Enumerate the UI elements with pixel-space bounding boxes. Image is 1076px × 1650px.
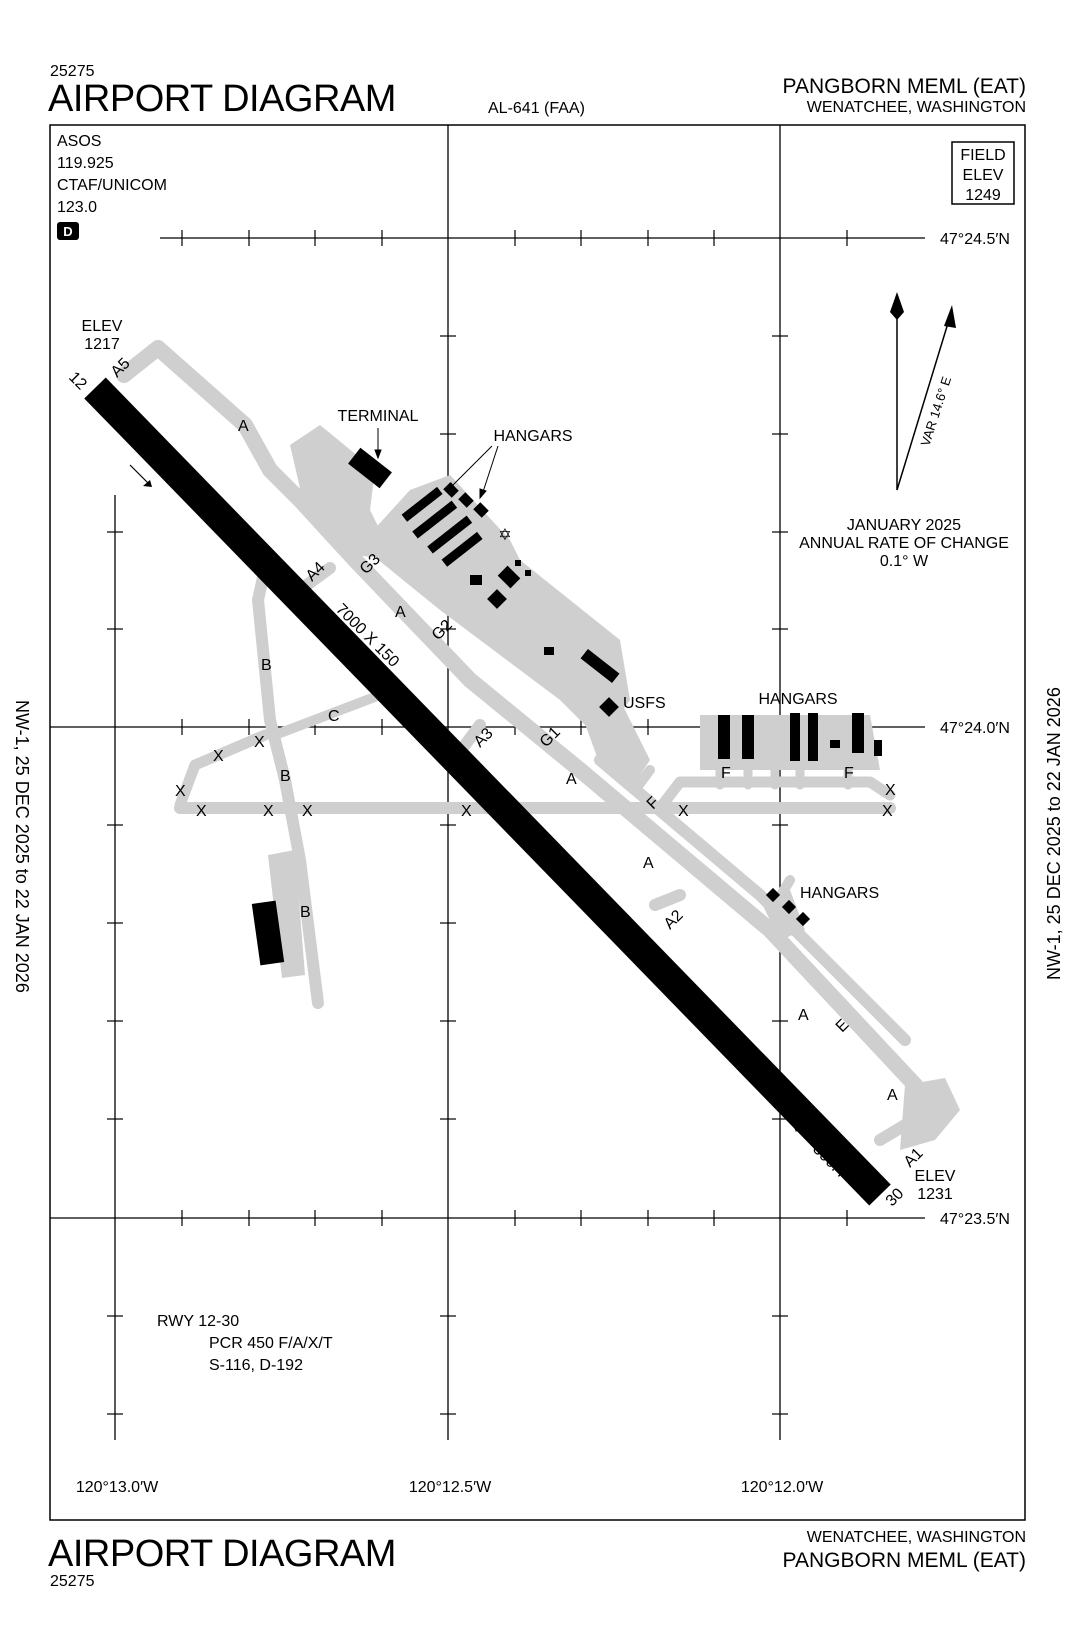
- taxiway-a2: [649, 889, 686, 911]
- taxiway-c-label: C: [328, 708, 340, 725]
- rwy30-elev-value: 1231: [917, 1186, 953, 1203]
- b-apron-building: [251, 900, 285, 966]
- comm-line-4: 123.0: [57, 199, 97, 216]
- terminal-building: [348, 447, 392, 489]
- south-hangar-apron: [760, 890, 805, 940]
- field-elev-value: 1249: [965, 187, 1001, 204]
- taxiway-c: [270, 690, 385, 740]
- taxiway-x-label-10: X: [885, 782, 896, 799]
- footer-airport-name: PANGBORN MEML (EAT): [782, 1549, 1026, 1572]
- taxiway-a-label-6: A: [887, 1087, 898, 1104]
- runway-30-holding-apron: [900, 1078, 960, 1150]
- airport-city: WENATCHEE, WASHINGTON: [806, 99, 1026, 116]
- rwy12-number: 12: [65, 369, 90, 394]
- runway-info-line-3: S-116, D-192: [209, 1357, 303, 1374]
- latitude-label-2: 47°24.0′N: [940, 720, 1010, 737]
- taxiway-a-label-5: A: [798, 1007, 809, 1024]
- taxiway-f: [630, 765, 655, 795]
- true-north-icon: [890, 292, 904, 320]
- taxiway-a-label-1: A: [238, 418, 249, 435]
- latitude-label-1: 47°24.5′N: [940, 231, 1010, 248]
- magnetic-north-icon: [944, 305, 956, 328]
- hangars-label-main: HANGARS: [493, 428, 572, 445]
- field-elev-box: [951, 141, 1015, 205]
- footer-city: WENATCHEE, WASHINGTON: [806, 1529, 1026, 1546]
- taxiway-a2-label: A2: [661, 907, 687, 933]
- beacon-icon: ✡: [498, 527, 511, 544]
- taxiway-x-west: [174, 729, 271, 811]
- rwy12-elev-label: ELEV: [82, 318, 123, 335]
- b-apron: [268, 850, 305, 978]
- usfs-apron: [580, 700, 650, 790]
- runway-info-line-1: RWY 12-30: [157, 1313, 239, 1330]
- taxiway-b-label-3: B: [300, 904, 311, 921]
- usfs-label: USFS: [623, 695, 666, 712]
- taxiway-b-label-1: B: [261, 657, 272, 674]
- taxiway-x-label-3: X: [175, 783, 186, 800]
- field-elev-line-2: ELEV: [963, 167, 1004, 184]
- longitude-label-2: 120°12.5′W: [409, 1479, 492, 1496]
- runway-info-line-2: PCR 450 F/A/X/T: [209, 1335, 333, 1352]
- terminal-label: TERMINAL: [338, 408, 419, 425]
- north-arrows: [890, 292, 956, 491]
- d-atis-badge: [57, 222, 79, 240]
- taxiway-x-label-9: X: [882, 803, 893, 820]
- taxiway-x-label-1: X: [213, 748, 224, 765]
- magvar-label: VAR 14.6° E: [918, 374, 955, 448]
- longitude-label-3: 120°12.0′W: [741, 1479, 824, 1496]
- taxiway-f-label-3: F: [844, 765, 854, 782]
- taxiway-b: [252, 549, 324, 1009]
- rwy30-number: 30: [883, 1185, 908, 1210]
- procedure-number: 25275: [50, 63, 95, 80]
- comm-line-1: ASOS: [57, 133, 101, 150]
- airport-name: PANGBORN MEML (EAT): [782, 75, 1026, 98]
- rwy30-elev-label: ELEV: [915, 1168, 956, 1185]
- footer-title: AIRPORT DIAGRAM: [48, 1533, 396, 1575]
- footer-procedure-number: 25275: [50, 1573, 95, 1590]
- taxiway-f-label-2: F: [721, 765, 731, 782]
- taxiway-x-label-8: X: [678, 803, 689, 820]
- comm-line-2: 119.925: [57, 155, 114, 172]
- usfs-building: [599, 697, 619, 717]
- rwy12-elev-value: 1217: [84, 336, 120, 353]
- buildings: [251, 447, 882, 966]
- taxiway-x-label-7: X: [461, 803, 472, 820]
- taxiway-a-label-3: A: [566, 771, 577, 788]
- taxiway-x-label-6: X: [302, 803, 313, 820]
- taxiway-a3: [459, 719, 486, 751]
- hangars-label-east: HANGARS: [758, 691, 837, 708]
- chart-title: AIRPORT DIAGRAM: [48, 78, 396, 120]
- main-apron: [360, 475, 630, 740]
- hangars-label-south: HANGARS: [800, 885, 879, 902]
- magnetic-north-line: [896, 309, 953, 491]
- terminal-apron: [290, 425, 395, 560]
- taxiway-x-label-4: X: [196, 803, 207, 820]
- taxiway-a-label-2: A: [395, 604, 406, 621]
- taxiway-a-label-4: A: [643, 855, 654, 872]
- chart-id: AL-641 (FAA): [488, 100, 585, 117]
- lat-lon-grid: [50, 125, 925, 1440]
- taxiway-a1: [874, 1119, 911, 1146]
- magvar-line-1: JANUARY 2025: [847, 517, 961, 534]
- field-elev-line-1: FIELD: [960, 147, 1005, 164]
- taxiway-x-label-5: X: [263, 803, 274, 820]
- heading-arrow-120-icon: [143, 480, 152, 487]
- longitude-label-1: 120°13.0′W: [76, 1479, 159, 1496]
- runway-12-30: [84, 377, 891, 1206]
- magvar-line-3: 0.1° W: [880, 553, 929, 570]
- d-atis-badge-label: D: [63, 224, 72, 239]
- taxiway-b-label-2: B: [280, 768, 291, 785]
- diagram-frame: [49, 124, 1026, 1521]
- taxiway-a1-label: A1: [901, 1145, 927, 1171]
- comm-line-3: CTAF/UNICOM: [57, 177, 167, 194]
- grid-ticks: [107, 230, 848, 1415]
- taxiway-x-label-2: X: [254, 734, 265, 751]
- magvar-line-2: ANNUAL RATE OF CHANGE: [799, 535, 1009, 552]
- latitude-label-3: 47°23.5′N: [940, 1211, 1010, 1228]
- heading-arrow-300-icon: [793, 1125, 802, 1132]
